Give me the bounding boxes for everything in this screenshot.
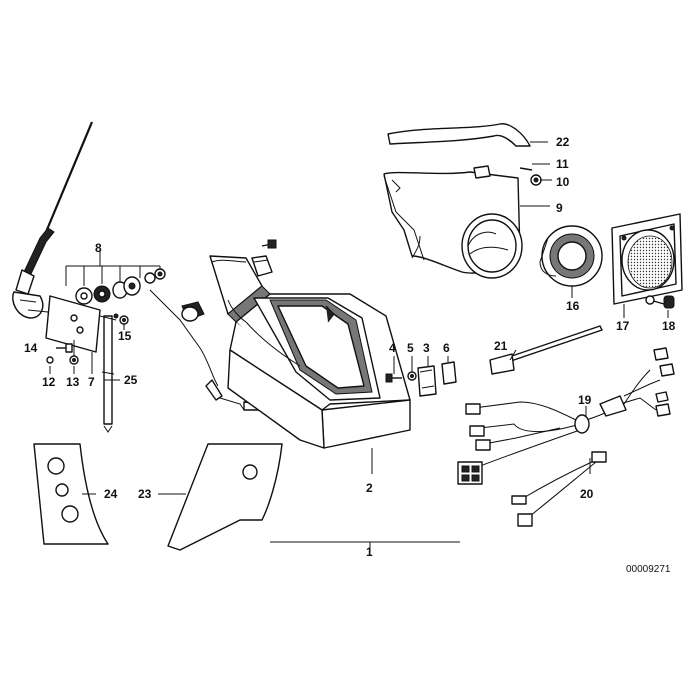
callout-19: 19 xyxy=(578,393,592,407)
assembly-line-1 xyxy=(270,541,460,552)
callout-5: 5 xyxy=(407,341,414,355)
callout-2: 2 xyxy=(366,481,373,495)
callout-15: 15 xyxy=(118,329,132,343)
callout-17: 17 xyxy=(616,319,630,333)
callout-3: 3 xyxy=(423,341,430,355)
callout-12: 12 xyxy=(42,375,56,389)
speaker-grille-17 xyxy=(611,213,683,305)
bracket-3 xyxy=(417,365,437,397)
callout-11: 11 xyxy=(556,157,569,171)
callout-7: 7 xyxy=(88,375,95,389)
speaker-housing-9 xyxy=(383,165,523,279)
clip-6 xyxy=(441,361,457,385)
callout-14: 14 xyxy=(24,341,38,355)
trim-strip-22 xyxy=(387,123,531,147)
mount-hardware-8 xyxy=(65,265,166,305)
speaker-16 xyxy=(539,225,603,287)
cable-tie-21 xyxy=(489,325,603,375)
leader-lines xyxy=(49,141,669,495)
screw-11 xyxy=(519,167,533,171)
callout-24: 24 xyxy=(104,487,118,501)
reference-number: 00009271 xyxy=(626,564,671,575)
callout-23: 23 xyxy=(138,487,152,501)
wiring-harness-19 xyxy=(465,347,675,471)
callout-21: 21 xyxy=(494,339,508,353)
callout-1: 1 xyxy=(366,545,373,559)
callout-22: 22 xyxy=(556,135,570,149)
wiring-harness-20 xyxy=(457,451,607,527)
nut-12-13 xyxy=(46,355,79,365)
callout-10: 10 xyxy=(556,175,570,189)
mounting-plate-7 xyxy=(45,295,101,360)
bracket-25 xyxy=(99,313,119,433)
clip xyxy=(251,255,273,277)
console-housing-2 xyxy=(209,255,411,449)
panel-24 xyxy=(33,443,109,545)
washer-5 xyxy=(407,371,417,381)
screw-18 xyxy=(645,295,675,309)
callout-25: 25 xyxy=(124,373,138,387)
panel-23 xyxy=(167,443,283,551)
callout-9: 9 xyxy=(556,201,563,215)
callout-20: 20 xyxy=(580,487,594,501)
callout-18: 18 xyxy=(662,319,676,333)
screw-4 xyxy=(385,373,402,383)
callout-8: 8 xyxy=(95,241,102,255)
callout-labels: 1 2 3 4 5 6 7 8 9 10 11 12 13 14 15 16 1… xyxy=(24,135,676,575)
callout-6: 6 xyxy=(443,341,450,355)
screw-top xyxy=(261,239,277,249)
callout-16: 16 xyxy=(566,299,580,313)
callout-4: 4 xyxy=(389,341,396,355)
washer-10 xyxy=(530,174,542,186)
nut-15 xyxy=(119,315,129,325)
knob xyxy=(181,301,205,322)
callout-13: 13 xyxy=(66,375,80,389)
